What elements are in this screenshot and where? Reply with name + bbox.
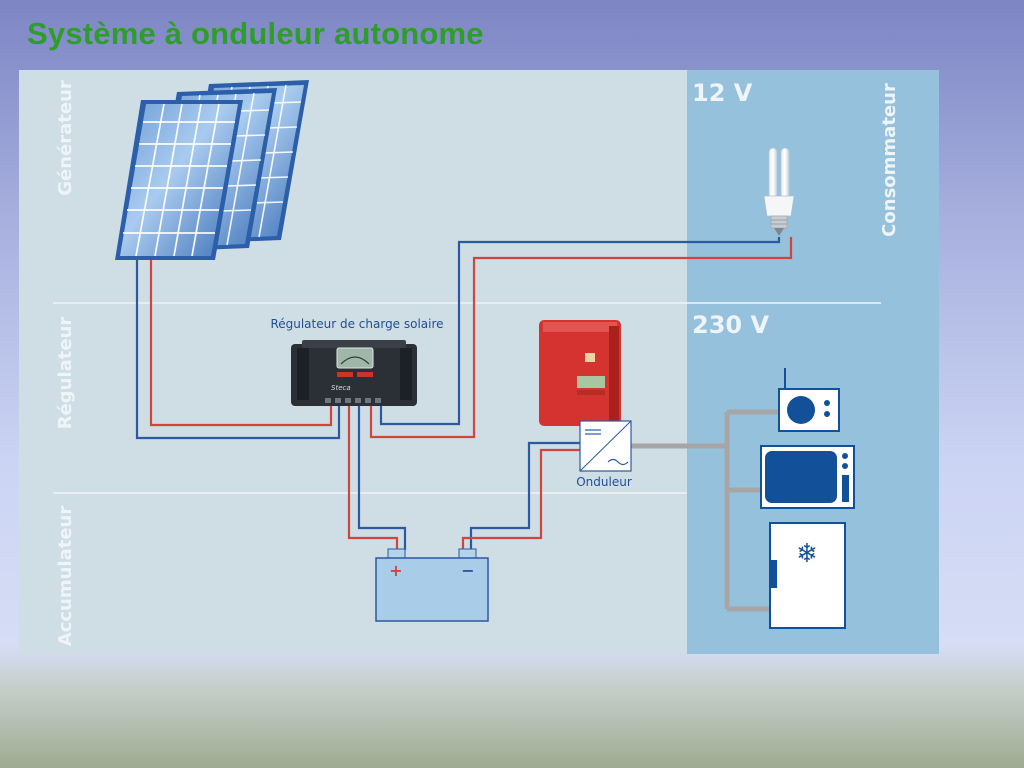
zone-label-regulator: Régulateur: [55, 317, 76, 430]
slide-title: Système à onduleur autonome: [27, 16, 484, 51]
battery: + −: [375, 548, 489, 622]
zone-label-consumer: Consommateur: [879, 83, 900, 237]
solar-panels: [115, 80, 309, 260]
inverter-unit: [539, 320, 621, 426]
diagram: Générateur Régulateur Accumulateur Conso…: [19, 70, 939, 654]
regulator-terminals: [325, 398, 381, 403]
battery-plus-sign: +: [389, 561, 402, 580]
wire-panel-negative: [135, 260, 341, 440]
wire-battery-positive: [347, 403, 399, 550]
zone-label-generator: Générateur: [55, 80, 76, 196]
wire-battery-negative: [357, 403, 407, 550]
regulator-indicator-right: [357, 372, 373, 377]
solar-panel-front: [115, 100, 243, 260]
voltage-label-ac: 230 V: [692, 311, 769, 339]
regulator-caption: Régulateur de charge solaire: [270, 317, 443, 331]
snowflake-icon: ❄: [796, 539, 818, 569]
wire-lamp-positive: [369, 237, 793, 439]
regulator-indicator-left: [337, 372, 353, 377]
voltage-label-dc: 12 V: [692, 79, 753, 107]
lamp-icon: [763, 147, 795, 236]
regulator-brand: Steca: [331, 384, 351, 392]
inverter-logo: [585, 353, 595, 362]
gauge-needle-icon: [340, 356, 370, 365]
inverter-display: [577, 376, 605, 388]
wiring: [135, 237, 793, 550]
battery-minus-sign: −: [461, 561, 474, 580]
regulator-display: [336, 347, 374, 369]
inverter-caption: Onduleur: [576, 475, 632, 489]
wire-inverter-positive: [461, 448, 580, 550]
inverter-symbol: [579, 420, 632, 472]
wire-panel-positive: [149, 260, 333, 427]
zone-label-accumulator: Accumulateur: [55, 506, 76, 647]
charge-regulator: Steca: [291, 340, 417, 406]
wire-lamp-negative: [379, 237, 781, 426]
wire-inverter-negative: [469, 441, 580, 550]
ac-wiring: [631, 409, 779, 612]
radio-icon: [778, 368, 840, 432]
television-icon: [760, 445, 855, 509]
refrigerator-icon: ❄: [769, 522, 846, 629]
